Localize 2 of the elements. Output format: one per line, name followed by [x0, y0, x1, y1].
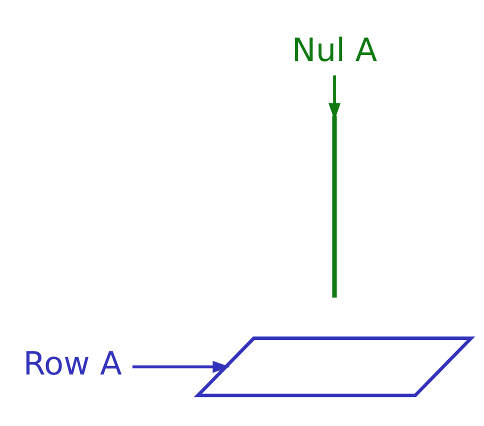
node-text: Row A	[23, 344, 122, 383]
node-text: Nul A	[292, 30, 378, 69]
